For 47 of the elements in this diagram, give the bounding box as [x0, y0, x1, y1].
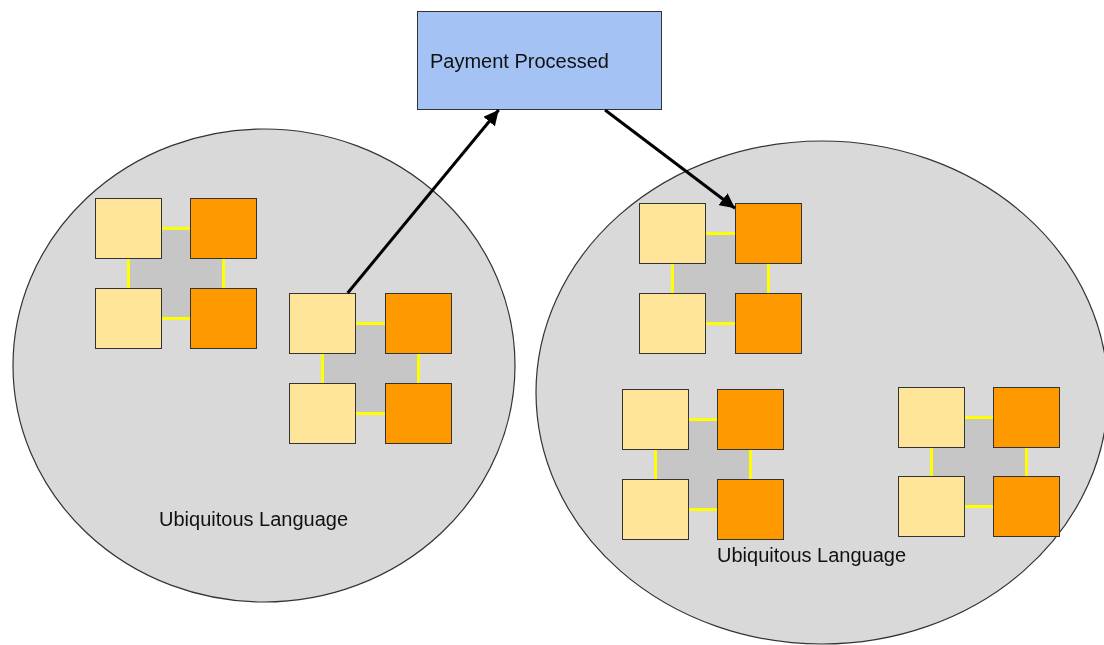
connector-line: [356, 322, 385, 325]
entity-square: [190, 288, 257, 349]
arrow: [604, 108, 736, 210]
connector-line: [689, 508, 717, 511]
connector-line: [706, 322, 735, 325]
entity-square: [190, 198, 257, 259]
entity-square: [639, 203, 706, 264]
connector-line: [965, 505, 993, 508]
connector-line: [749, 450, 752, 479]
entity-square: [639, 293, 706, 354]
entity-square: [717, 389, 784, 450]
entity-square: [898, 387, 965, 448]
entity-square: [385, 383, 452, 444]
entity-square: [289, 383, 356, 444]
connector-line: [930, 448, 933, 476]
entity-square: [993, 387, 1060, 448]
entity-square: [95, 288, 162, 349]
entity-square: [289, 293, 356, 354]
connector-line: [222, 259, 225, 288]
connector-line: [706, 232, 735, 235]
connector-line: [162, 317, 190, 320]
entity-square: [735, 203, 802, 264]
arrow: [346, 109, 500, 294]
connector-line: [965, 416, 993, 419]
entity-square: [993, 476, 1060, 537]
entity-square: [622, 389, 689, 450]
entity-square: [717, 479, 784, 540]
connector-line: [767, 264, 770, 293]
event-label: Payment Processed: [430, 50, 609, 73]
connector-line: [654, 450, 657, 479]
context-circle: [12, 128, 516, 603]
entity-square: [735, 293, 802, 354]
entity-square: [898, 476, 965, 537]
connector-line: [321, 354, 324, 383]
connector-line: [356, 412, 385, 415]
connector-line: [689, 418, 717, 421]
entity-square: [95, 198, 162, 259]
entity-square: [622, 479, 689, 540]
connector-line: [127, 259, 130, 288]
connector-line: [162, 227, 190, 230]
connector-line: [417, 354, 420, 383]
entity-square: [385, 293, 452, 354]
connector-line: [1025, 448, 1028, 476]
context-label: Ubiquitous Language: [717, 544, 907, 567]
context-label: Ubiquitous Language: [159, 508, 349, 531]
event-box: [417, 11, 662, 110]
connector-line: [671, 264, 674, 293]
